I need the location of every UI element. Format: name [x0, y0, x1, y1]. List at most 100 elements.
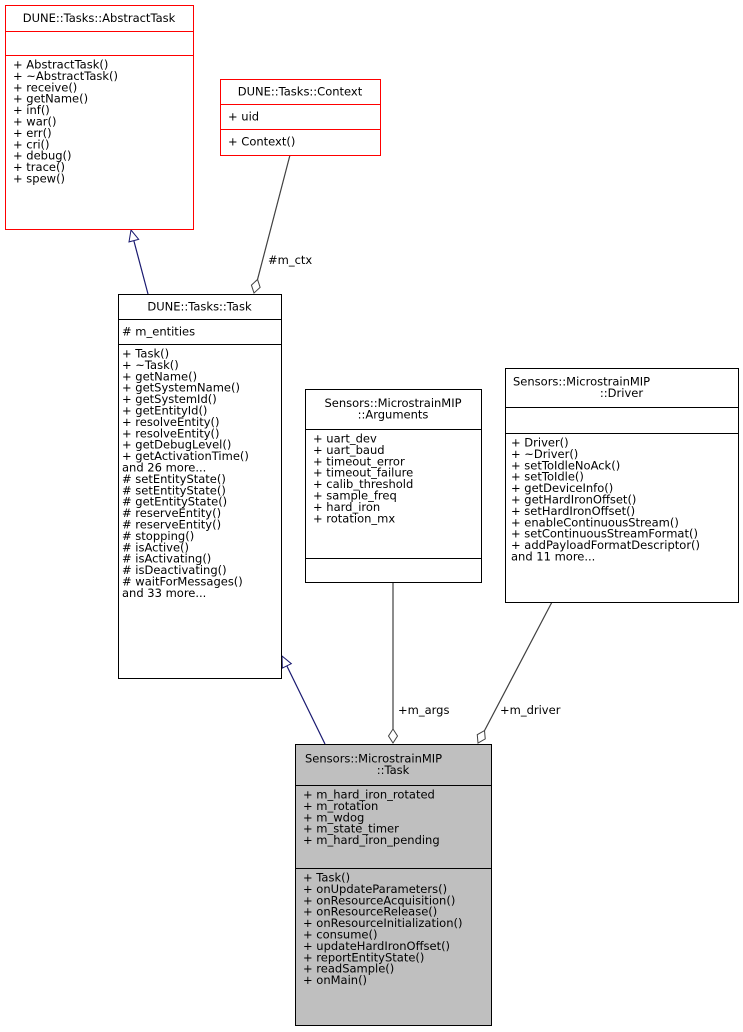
class-method: + onResourceInitialization() — [303, 916, 462, 930]
edge-label: +m_driver — [500, 703, 561, 717]
edge-aggregation-mip-task-to-driver: +m_driver — [476, 601, 561, 744]
class-method: + receive() — [13, 80, 77, 94]
edge-label: #m_ctx — [268, 253, 312, 267]
class-method: + AbstractTask() — [13, 58, 108, 72]
class-method: + Context() — [228, 135, 295, 149]
class-method: # waitForMessages() — [122, 575, 243, 589]
class-method: + onResourceAcquisition() — [303, 893, 455, 907]
inheritance-arrowhead-icon — [281, 654, 293, 669]
class-attribute: + timeout_failure — [313, 466, 413, 480]
class-title: Sensors::MicrostrainMIP — [324, 396, 461, 410]
edge-aggregation-mip-task-to-arguments: +m_args — [387, 582, 449, 744]
class-arguments[interactable]: Sensors::MicrostrainMIP::Arguments+ uart… — [305, 389, 482, 583]
class-attribute: + hard_iron — [313, 500, 380, 514]
class-method: and 33 more... — [122, 586, 206, 600]
class-title: DUNE::Tasks::Context — [238, 84, 363, 98]
class-method: # stopping() — [122, 529, 194, 543]
class-method: + getName() — [13, 92, 88, 106]
aggregation-diamond-icon — [387, 728, 399, 744]
edge-label: +m_args — [398, 703, 449, 717]
class-mip-task[interactable]: Sensors::MicrostrainMIP::Task+ m_hard_ir… — [295, 744, 492, 1026]
class-driver[interactable]: Sensors::MicrostrainMIP::Driver+ Driver(… — [505, 368, 739, 603]
class-task[interactable]: DUNE::Tasks::Task# m_entities+ Task()+ ~… — [118, 294, 282, 679]
class-method: + setHardIronOffset() — [511, 504, 635, 518]
class-method: + onResourceRelease() — [303, 905, 437, 919]
class-method: + onUpdateParameters() — [303, 882, 447, 896]
edge-inheritance-task-to-abstract-task — [128, 228, 149, 295]
class-attribute: + timeout_error — [313, 454, 405, 468]
class-attribute: + m_hard_iron_rotated — [303, 788, 435, 802]
edge-line — [256, 154, 291, 280]
class-method: # setEntityState() — [122, 472, 226, 486]
class-attribute: + uart_dev — [313, 432, 377, 446]
class-method: + getDeviceInfo() — [511, 481, 613, 495]
class-method: + setToIdle() — [511, 470, 584, 484]
class-method: and 11 more... — [511, 550, 595, 564]
class-method: + setToIdleNoAck() — [511, 458, 620, 472]
class-attribute: + m_hard_iron_pending — [303, 833, 440, 847]
class-method: + getEntityId() — [122, 404, 207, 418]
class-attribute: + rotation_mx — [313, 511, 395, 525]
class-box — [118, 294, 282, 679]
class-method: + setContinuousStreamFormat() — [511, 527, 698, 541]
class-method: + readSample() — [303, 962, 394, 976]
class-title: DUNE::Tasks::Task — [147, 299, 252, 313]
class-method: + addPayloadFormatDescriptor() — [511, 538, 700, 552]
class-attribute: + m_state_timer — [303, 822, 399, 836]
class-attribute: + m_wdog — [303, 810, 364, 824]
class-method: + reportEntityState() — [303, 950, 424, 964]
class-method: # reserveEntity() — [122, 518, 221, 532]
class-method: + getDebugLevel() — [122, 438, 231, 452]
class-title: Sensors::MicrostrainMIP — [305, 752, 442, 766]
aggregation-diamond-icon — [476, 729, 486, 744]
class-box — [305, 389, 482, 583]
class-method: + ~Task() — [122, 358, 179, 372]
class-title: ::Driver — [600, 386, 643, 400]
aggregation-diamond-icon — [250, 278, 261, 294]
class-attribute: + m_rotation — [303, 799, 378, 813]
class-attribute: + calib_threshold — [313, 477, 413, 491]
class-method: + resolveEntity() — [122, 415, 220, 429]
class-title: ::Arguments — [358, 408, 429, 422]
class-method: # setEntityState() — [122, 483, 226, 497]
class-method: + getSystemName() — [122, 381, 240, 395]
class-method: + inf() — [13, 103, 50, 117]
class-method: # getEntityState() — [122, 495, 227, 509]
class-title: DUNE::Tasks::AbstractTask — [23, 11, 176, 25]
edge-aggregation-task-to-context: #m_ctx — [250, 154, 312, 294]
class-box — [295, 744, 492, 1026]
class-method: + Driver() — [511, 436, 569, 450]
class-method: + ~AbstractTask() — [13, 69, 118, 83]
class-method: + onMain() — [303, 973, 367, 987]
class-method: + ~Driver() — [511, 447, 578, 461]
class-method: and 26 more... — [122, 461, 206, 475]
class-method: + enableContinuousStream() — [511, 515, 679, 529]
class-method: + Task() — [303, 871, 350, 885]
class-method: + err() — [13, 126, 52, 140]
class-method: + Task() — [122, 347, 169, 361]
edge-line — [133, 240, 149, 295]
class-method: + spew() — [13, 172, 65, 186]
class-method: + cri() — [13, 137, 50, 151]
class-method: # isActivating() — [122, 552, 211, 566]
class-title: ::Task — [377, 763, 410, 777]
class-method: + consume() — [303, 928, 377, 942]
class-method: # reserveEntity() — [122, 506, 221, 520]
class-method: + debug() — [13, 149, 72, 163]
class-method: # isDeactivating() — [122, 563, 227, 577]
class-box — [5, 5, 194, 230]
class-method: + resolveEntity() — [122, 426, 220, 440]
class-method: + updateHardIronOffset() — [303, 939, 450, 953]
class-method: + getSystemId() — [122, 392, 217, 406]
class-box — [220, 79, 381, 156]
class-title: Sensors::MicrostrainMIP — [513, 375, 650, 389]
class-attribute: + uart_baud — [313, 443, 385, 457]
edge-inheritance-mip-task-to-task — [281, 654, 326, 745]
class-context[interactable]: DUNE::Tasks::Context+ uid+ Context() — [220, 79, 381, 156]
edge-line — [286, 665, 326, 745]
edge-line — [483, 601, 553, 731]
class-method: + getHardIronOffset() — [511, 493, 636, 507]
class-attribute: + sample_freq — [313, 489, 397, 503]
class-abstract-task[interactable]: DUNE::Tasks::AbstractTask+ AbstractTask(… — [5, 5, 194, 230]
